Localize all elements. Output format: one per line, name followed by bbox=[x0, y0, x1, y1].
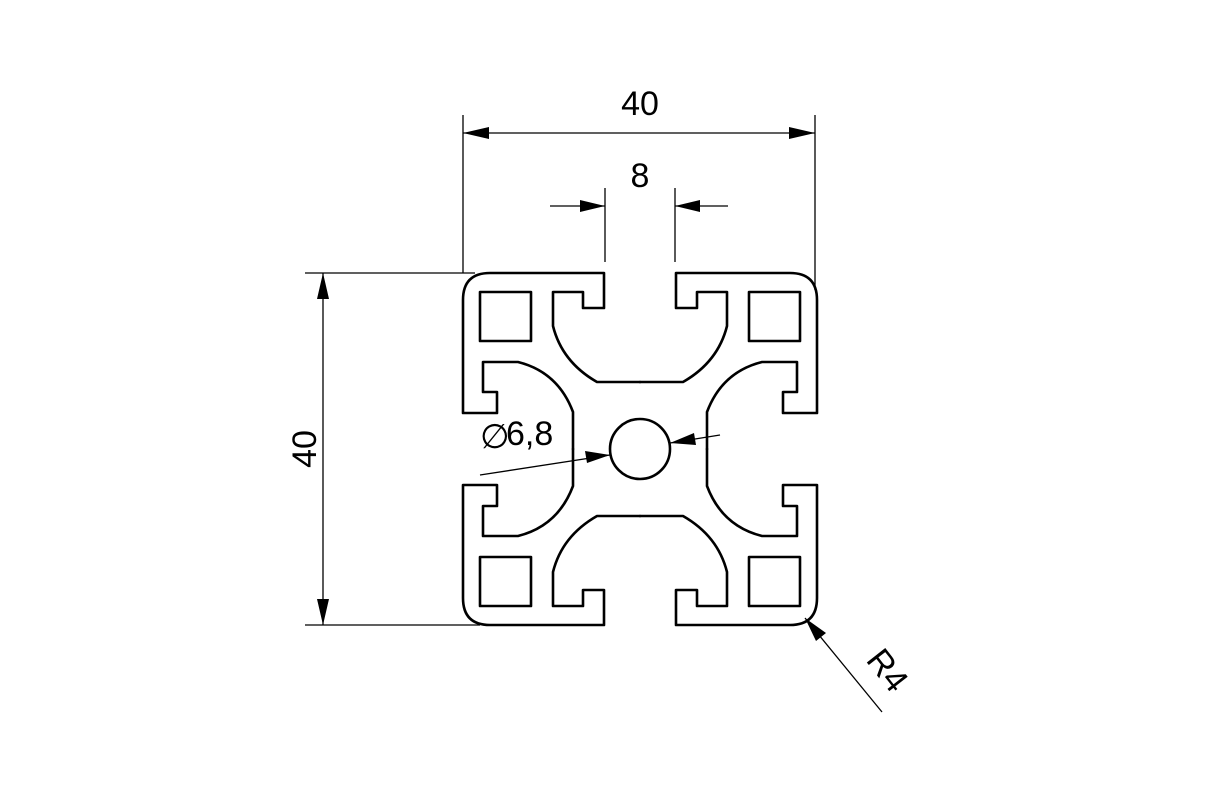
radius-dimension: R4 bbox=[804, 617, 916, 713]
bore-symbol: ∅ bbox=[480, 418, 510, 456]
bore-dimension: ∅ 6,8 bbox=[479, 415, 721, 476]
width-label: 40 bbox=[621, 85, 659, 123]
slot-dimension: 8 bbox=[550, 157, 728, 262]
height-label: 40 bbox=[286, 430, 324, 468]
bore-label: 6,8 bbox=[506, 415, 553, 453]
slot-label: 8 bbox=[631, 157, 650, 195]
center-bore bbox=[608, 417, 672, 481]
width-dimension: 40 bbox=[462, 85, 816, 290]
height-dimension: 40 bbox=[286, 272, 480, 626]
radius-label: R4 bbox=[859, 642, 916, 700]
